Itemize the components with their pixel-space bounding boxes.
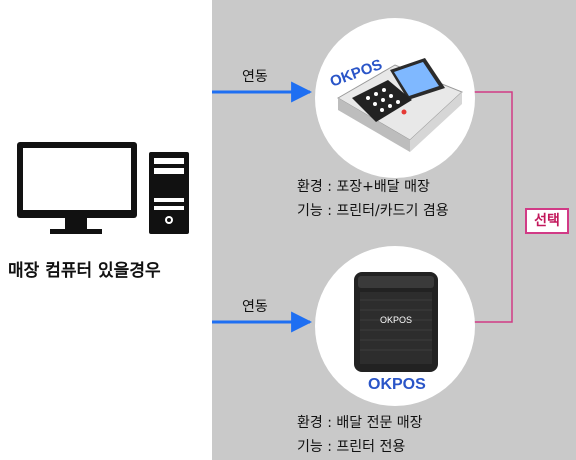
bottom-device-env: 환경 : 배달 전문 매장 (297, 412, 423, 432)
bottom-device-brand-logo: OKPOS (368, 376, 426, 393)
bottom-link-label: 연동 (242, 296, 268, 316)
bottom-device-brand-label: OKPOS (380, 315, 412, 325)
computer-icon (17, 142, 189, 234)
select-bracket (470, 92, 512, 322)
select-badge: 선택 (525, 208, 569, 234)
bottom-device-function: 기능 : 프린터 전용 (297, 436, 405, 456)
top-link-label: 연동 (242, 66, 268, 86)
tower-icon (149, 152, 189, 234)
left-caption: 매장 컴퓨터 있을경우 (8, 256, 161, 281)
top-device-function: 기능 : 프린터/카드기 겸용 (297, 200, 449, 220)
top-device-env: 환경 : 포장+배달 매장 (297, 176, 430, 196)
top-device (315, 18, 475, 178)
monitor-icon (17, 142, 137, 234)
